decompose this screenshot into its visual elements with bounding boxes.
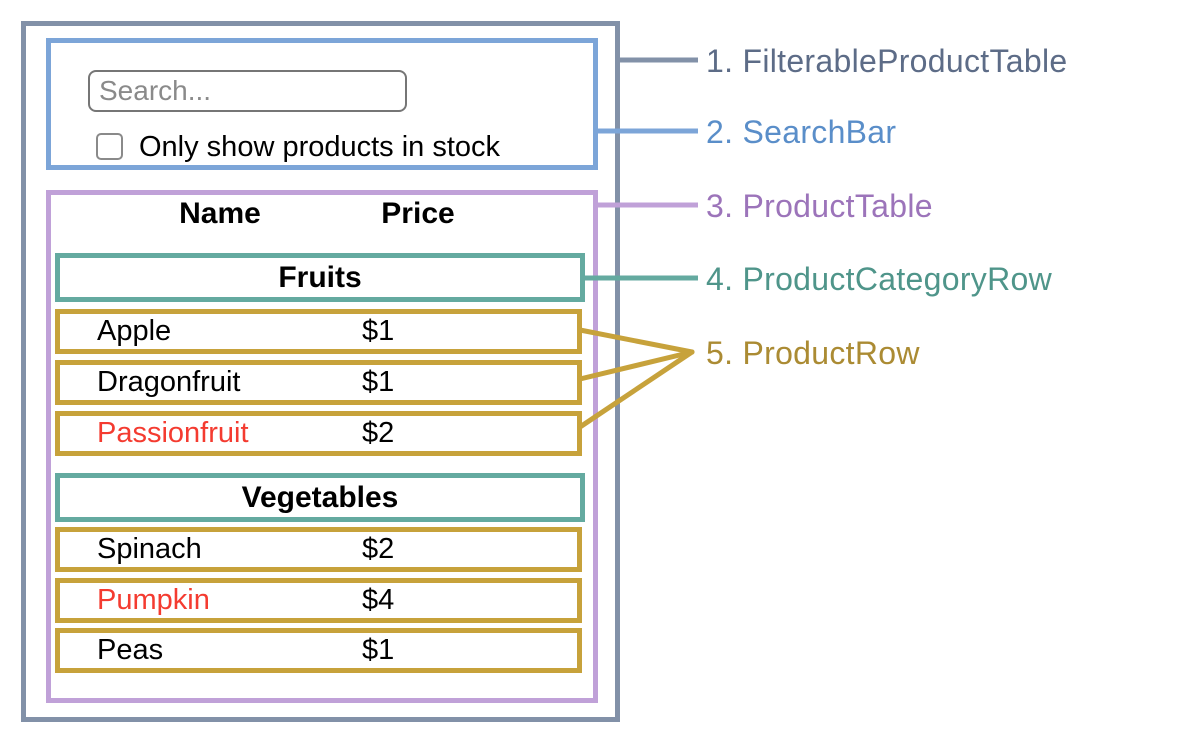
product-name: Dragonfruit <box>97 366 241 398</box>
product-price: $1 <box>362 366 395 398</box>
in-stock-checkbox-label: Only show products in stock <box>139 131 501 163</box>
search-input[interactable] <box>88 70 407 112</box>
legend-product-table: 3. ProductTable <box>706 188 933 224</box>
product-name: Spinach <box>97 533 202 565</box>
product-price: $1 <box>362 315 395 347</box>
product-row: Dragonfruit $1 <box>55 360 582 405</box>
category-row-fruits: Fruits <box>55 253 585 302</box>
product-price: $1 <box>362 634 395 666</box>
product-row: Passionfruit $2 <box>55 411 582 456</box>
product-row: Apple $1 <box>55 309 582 354</box>
product-name: Apple <box>97 315 172 347</box>
product-price: $2 <box>362 417 395 449</box>
in-stock-checkbox[interactable] <box>96 133 123 160</box>
product-row: Spinach $2 <box>55 527 582 572</box>
category-label: Vegetables <box>241 481 399 514</box>
legend-product-category-row: 4. ProductCategoryRow <box>706 261 1053 297</box>
product-price: $2 <box>362 533 395 565</box>
product-row: Pumpkin $4 <box>55 578 582 623</box>
column-header-price: Price <box>381 197 455 230</box>
product-row: Peas $1 <box>55 628 582 673</box>
product-price: $4 <box>362 584 395 616</box>
legend-product-row: 5. ProductRow <box>706 335 920 371</box>
product-name-out-of-stock: Passionfruit <box>97 417 249 449</box>
product-name: Peas <box>97 634 164 666</box>
legend-search-bar: 2. SearchBar <box>706 114 897 150</box>
category-row-vegetables: Vegetables <box>55 473 585 522</box>
product-name-out-of-stock: Pumpkin <box>97 584 210 616</box>
legend-filterable-product-table: 1. FilterableProductTable <box>706 43 1068 79</box>
category-label: Fruits <box>278 261 362 294</box>
column-header-name: Name <box>179 197 261 230</box>
